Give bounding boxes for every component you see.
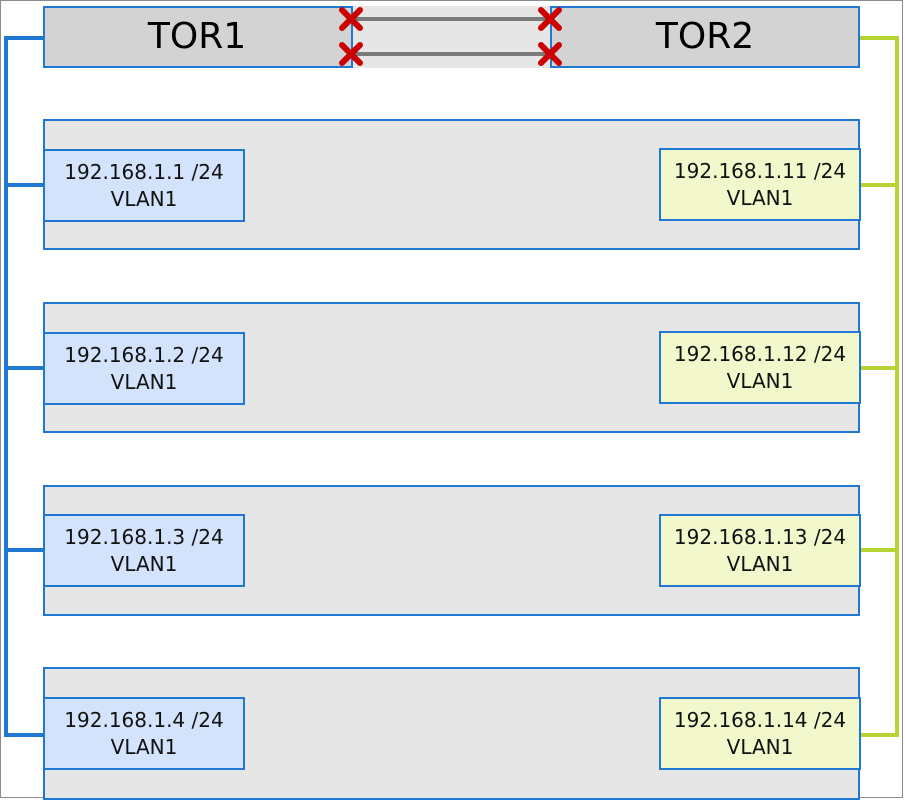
nic-ip: 192.168.1.11 /24 [673,158,847,183]
server-1-nic-tor2: 192.168.1.11 /24 VLAN1 [659,148,861,221]
tor1-label: TOR1 [147,16,247,57]
server-4-nic-tor2: 192.168.1.14 /24 VLAN1 [659,697,861,770]
nic-vlan: VLAN1 [110,369,178,394]
server-3-nic-tor2: 192.168.1.13 /24 VLAN1 [659,514,861,587]
server-3-nic-tor1: 192.168.1.3 /24 VLAN1 [43,514,245,587]
server-2-nic-tor2: 192.168.1.12 /24 VLAN1 [659,331,861,404]
disabled-x-icon [538,42,562,66]
nic-ip: 192.168.1.2 /24 [64,342,224,367]
nic-vlan: VLAN1 [726,734,794,759]
tor2-label: TOR2 [655,16,755,57]
server-1-nic-tor1: 192.168.1.1 /24 VLAN1 [43,149,245,222]
tor1-uplink-bus [4,36,43,737]
server-2-nic-tor1: 192.168.1.2 /24 VLAN1 [43,332,245,405]
nic-vlan: VLAN1 [110,734,178,759]
nic-ip: 192.168.1.3 /24 [64,524,224,549]
nic-vlan: VLAN1 [726,185,794,210]
nic-vlan: VLAN1 [726,551,794,576]
nic-ip: 192.168.1.12 /24 [673,341,847,366]
nic-vlan: VLAN1 [110,551,178,576]
nic-vlan: VLAN1 [110,186,178,211]
tor2-uplink-bus [860,36,899,737]
peer-link-region [351,6,552,68]
nic-ip: 192.168.1.4 /24 [64,707,224,732]
nic-ip: 192.168.1.1 /24 [64,159,224,184]
nic-ip: 192.168.1.13 /24 [673,524,847,549]
disabled-x-icon [339,42,363,66]
nic-ip: 192.168.1.14 /24 [673,707,847,732]
nic-vlan: VLAN1 [726,368,794,393]
server-4-nic-tor1: 192.168.1.4 /24 VLAN1 [43,697,245,770]
disabled-x-icon [339,7,363,31]
disabled-x-icon [538,7,562,31]
